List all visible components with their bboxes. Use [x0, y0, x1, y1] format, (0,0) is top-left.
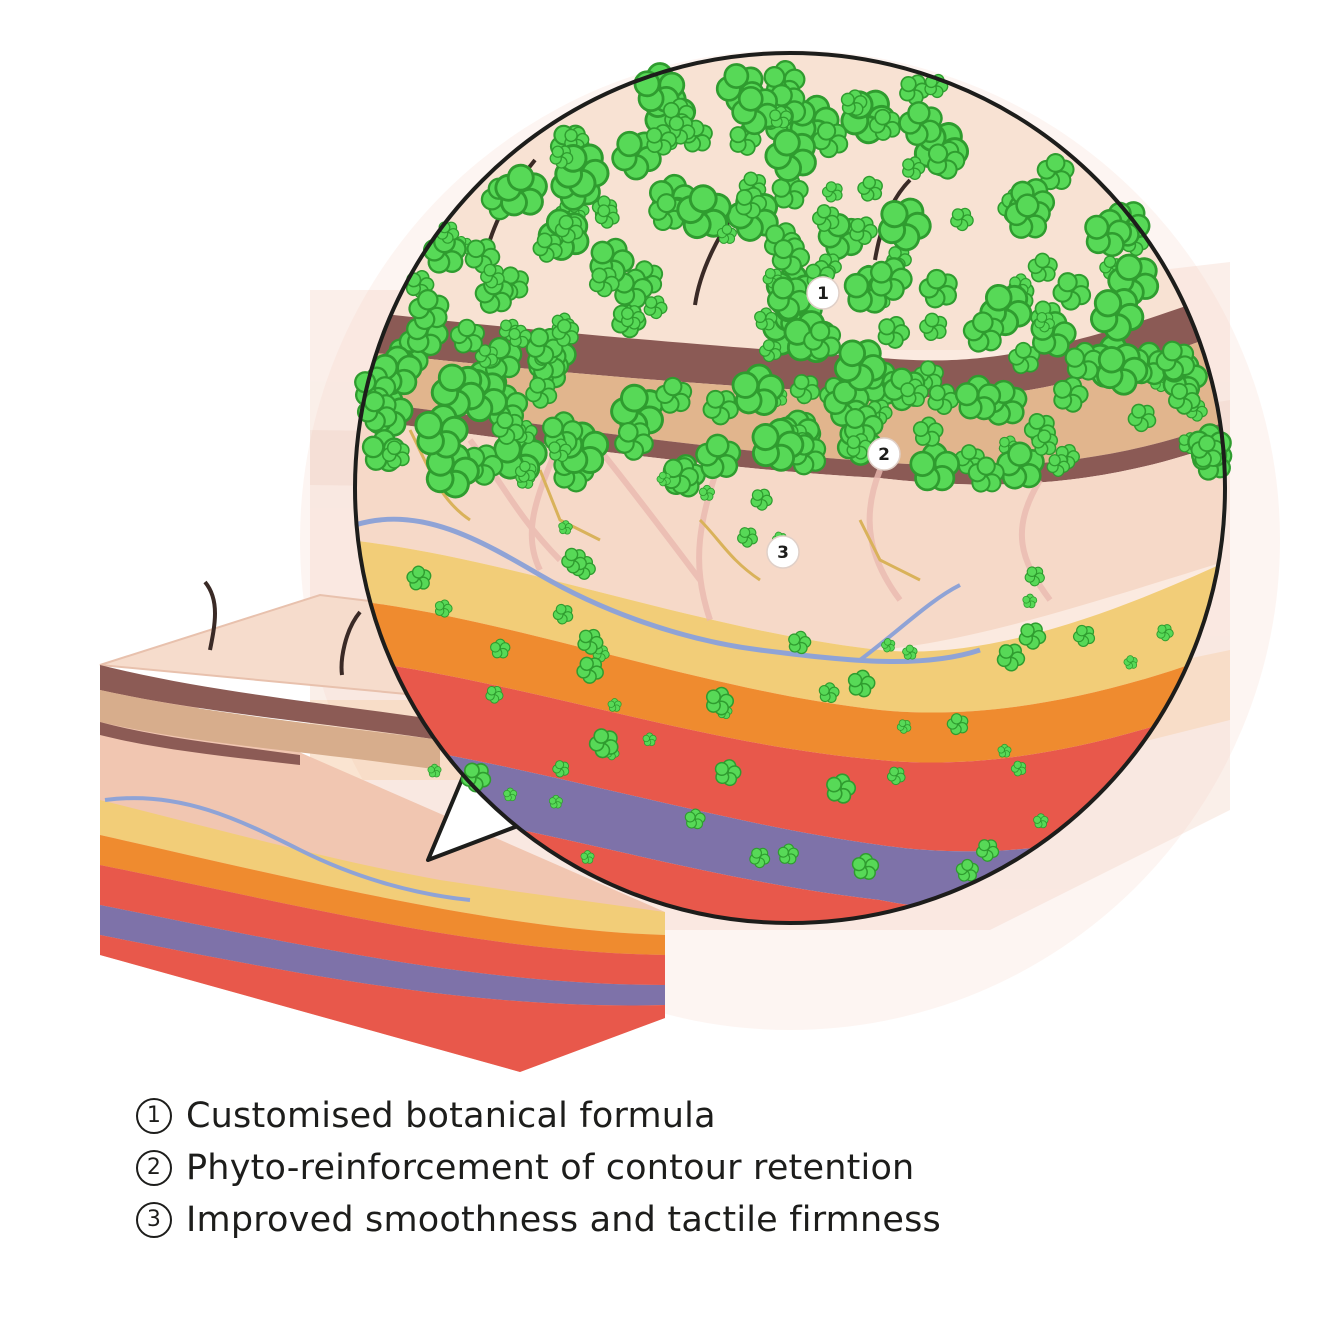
legend-number-2: 2 [136, 1150, 172, 1186]
marker-2-label: 2 [878, 445, 890, 465]
legend-text-2: Phyto-reinforcement of contour retention [186, 1148, 915, 1188]
legend-item-2: 2 Phyto-reinforcement of contour retenti… [136, 1142, 941, 1194]
small-skin-block [99, 580, 666, 1072]
legend-text-3: Improved smoothness and tactile firmness [186, 1200, 941, 1240]
marker-3: 3 [766, 535, 800, 569]
legend-item-3: 3 Improved smoothness and tactile firmne… [136, 1194, 941, 1246]
marker-3-label: 3 [777, 543, 789, 563]
legend-number-1: 1 [136, 1098, 172, 1134]
marker-2: 2 [867, 437, 901, 471]
marker-1-label: 1 [817, 284, 829, 304]
magnifier-circle-outline [353, 51, 1227, 925]
legend: 1 Customised botanical formula 2 Phyto-r… [136, 1090, 941, 1246]
legend-number-3: 3 [136, 1202, 172, 1238]
legend-item-1: 1 Customised botanical formula [136, 1090, 941, 1142]
legend-text-1: Customised botanical formula [186, 1096, 716, 1136]
marker-1: 1 [806, 276, 840, 310]
